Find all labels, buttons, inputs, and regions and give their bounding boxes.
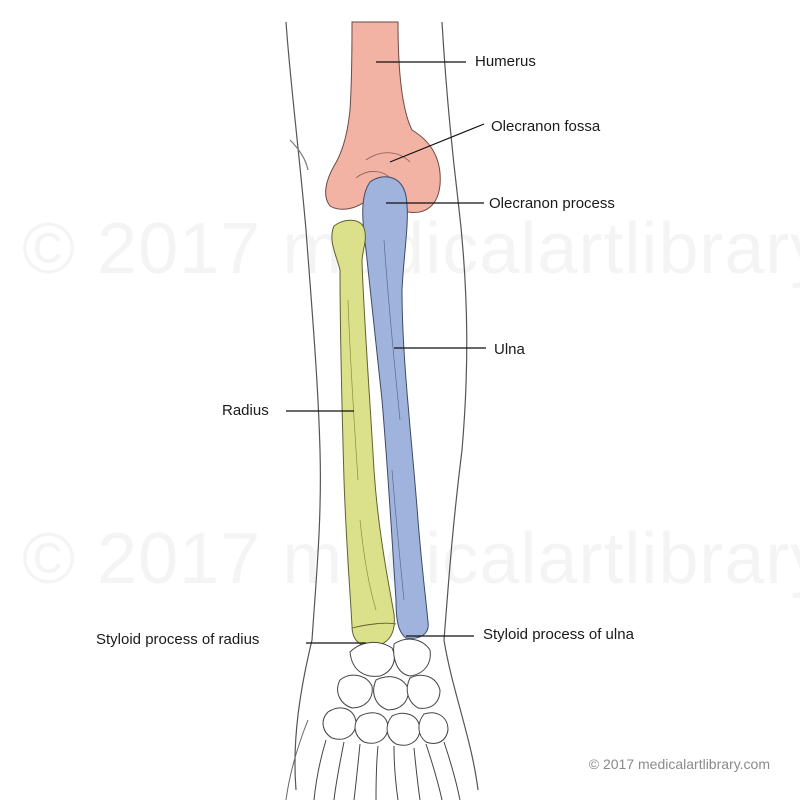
carpal-bones [322, 638, 449, 746]
ulna-bone [362, 176, 429, 639]
metacarpal-base [418, 712, 449, 744]
metacarpal-base [386, 712, 421, 746]
arm-outline [285, 21, 479, 791]
leader-lines [286, 61, 486, 644]
carpal-bone [393, 638, 431, 677]
metacarpal-shaft [425, 741, 461, 800]
label-olecranon-fossa: Olecranon fossa [491, 118, 601, 135]
leader-olecranon-fossa [389, 123, 485, 163]
metacarpal-shafts [285, 719, 461, 800]
metacarpal-base [322, 707, 357, 740]
metacarpal-shaft [313, 739, 345, 800]
thumb-outline [285, 719, 309, 800]
metacarpal-shaft [353, 743, 379, 800]
label-styloid-process-of-radius: Styloid process of radius [96, 631, 260, 648]
ulna-shape [362, 176, 429, 639]
radius-shape [331, 219, 395, 647]
carpal-bone [406, 674, 441, 709]
arm-outline-right [441, 21, 479, 791]
metacarpal-base [354, 712, 389, 744]
arm-outline-left [285, 21, 321, 791]
carpal-bone [337, 674, 373, 709]
carpal-bone [373, 676, 409, 711]
radius-bone [331, 219, 397, 647]
radius-distal-line [351, 622, 397, 629]
copyright-notice: © 2017 medicalartlibrary.com [588, 756, 770, 772]
metacarpal-shaft [393, 745, 421, 800]
label-humerus: Humerus [475, 53, 536, 70]
label-olecranon-process: Olecranon process [489, 195, 615, 212]
skin-crease [289, 139, 309, 171]
ulna-hatching [383, 239, 405, 601]
carpal-bone [349, 642, 395, 677]
radius-hatching [347, 299, 377, 611]
label-ulna: Ulna [494, 341, 525, 358]
label-styloid-process-of-ulna: Styloid process of ulna [483, 626, 634, 643]
label-radius: Radius [222, 402, 269, 419]
